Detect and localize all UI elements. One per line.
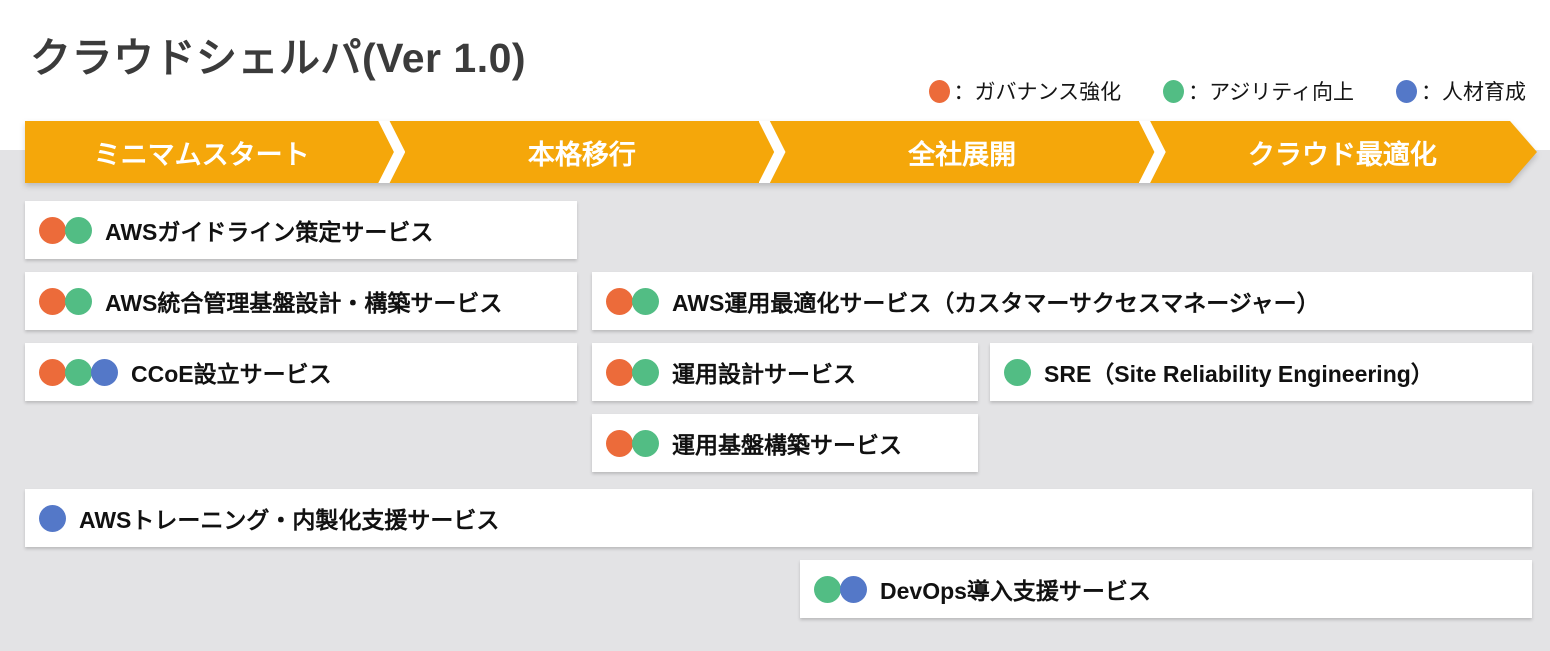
category-legend: ：ガバナンス強化 ：アジリティ向上 ：人材育成 xyxy=(928,76,1526,106)
governance-dot-icon xyxy=(928,79,950,103)
service-card-label: AWS運用最適化サービス（カスタマーサクセスマネージャー） xyxy=(672,290,1320,316)
talent-dot-icon xyxy=(39,504,66,532)
governance-dot-icon xyxy=(606,358,633,386)
service-card-label: 運用基盤構築サービス xyxy=(672,432,902,458)
service-card-aws-guideline: AWSガイドライン策定サービス xyxy=(25,201,577,259)
agility-dot-icon xyxy=(65,358,92,386)
governance-dot-icon xyxy=(39,358,66,386)
service-card-integrated-mgmt: AWS統合管理基盤設計・構築サービス xyxy=(25,272,577,330)
legend-label-governance: ：ガバナンス強化 xyxy=(953,81,1122,104)
talent-dot-icon xyxy=(91,358,118,386)
talent-dot-icon xyxy=(840,575,867,603)
agility-dot-icon xyxy=(632,429,659,457)
legend-item-governance: ：ガバナンス強化 xyxy=(928,76,1122,106)
service-card-label: CCoE設立サービス xyxy=(131,361,332,387)
service-card-ccoe: CCoE設立サービス xyxy=(25,343,577,401)
agility-dot-icon xyxy=(632,358,659,386)
legend-label-talent: ：人材育成 xyxy=(1421,81,1526,104)
page-title: クラウドシェルパ(Ver 1.0) xyxy=(30,35,527,81)
talent-dot-icon xyxy=(1396,79,1417,103)
service-card-ops-optimization: AWS運用最適化サービス（カスタマーサクセスマネージャー） xyxy=(592,272,1532,330)
service-card-ops-design: 運用設計サービス xyxy=(592,343,978,401)
governance-dot-icon xyxy=(39,216,66,244)
governance-dot-icon xyxy=(39,287,66,315)
agility-dot-icon xyxy=(814,575,841,603)
legend-item-talent: ：人材育成 xyxy=(1396,76,1526,106)
governance-dot-icon xyxy=(606,429,633,457)
agility-dot-icon xyxy=(65,216,92,244)
legend-label-agility: ：アジリティ向上 xyxy=(1188,81,1354,104)
service-card-label: DevOps導入支援サービス xyxy=(880,578,1151,604)
agility-dot-icon xyxy=(65,287,92,315)
governance-dot-icon xyxy=(606,287,633,315)
legend-item-agility: ：アジリティ向上 xyxy=(1163,76,1354,106)
agility-dot-icon xyxy=(1163,79,1185,103)
service-card-label: AWSトレーニング・内製化支援サービス xyxy=(79,507,500,533)
service-card-label: AWSガイドライン策定サービス xyxy=(105,219,434,245)
agility-dot-icon xyxy=(632,287,659,315)
service-card-label: 運用設計サービス xyxy=(672,361,856,387)
service-card-training: AWSトレーニング・内製化支援サービス xyxy=(25,489,1532,547)
service-card-sre: SRE（Site Reliability Engineering） xyxy=(990,343,1532,401)
service-card-ops-platform: 運用基盤構築サービス xyxy=(592,414,978,472)
service-card-label: AWS統合管理基盤設計・構築サービス xyxy=(105,290,503,316)
service-card-label: SRE（Site Reliability Engineering） xyxy=(1044,361,1434,387)
agility-dot-icon xyxy=(1004,358,1031,386)
service-card-devops: DevOps導入支援サービス xyxy=(800,560,1532,618)
